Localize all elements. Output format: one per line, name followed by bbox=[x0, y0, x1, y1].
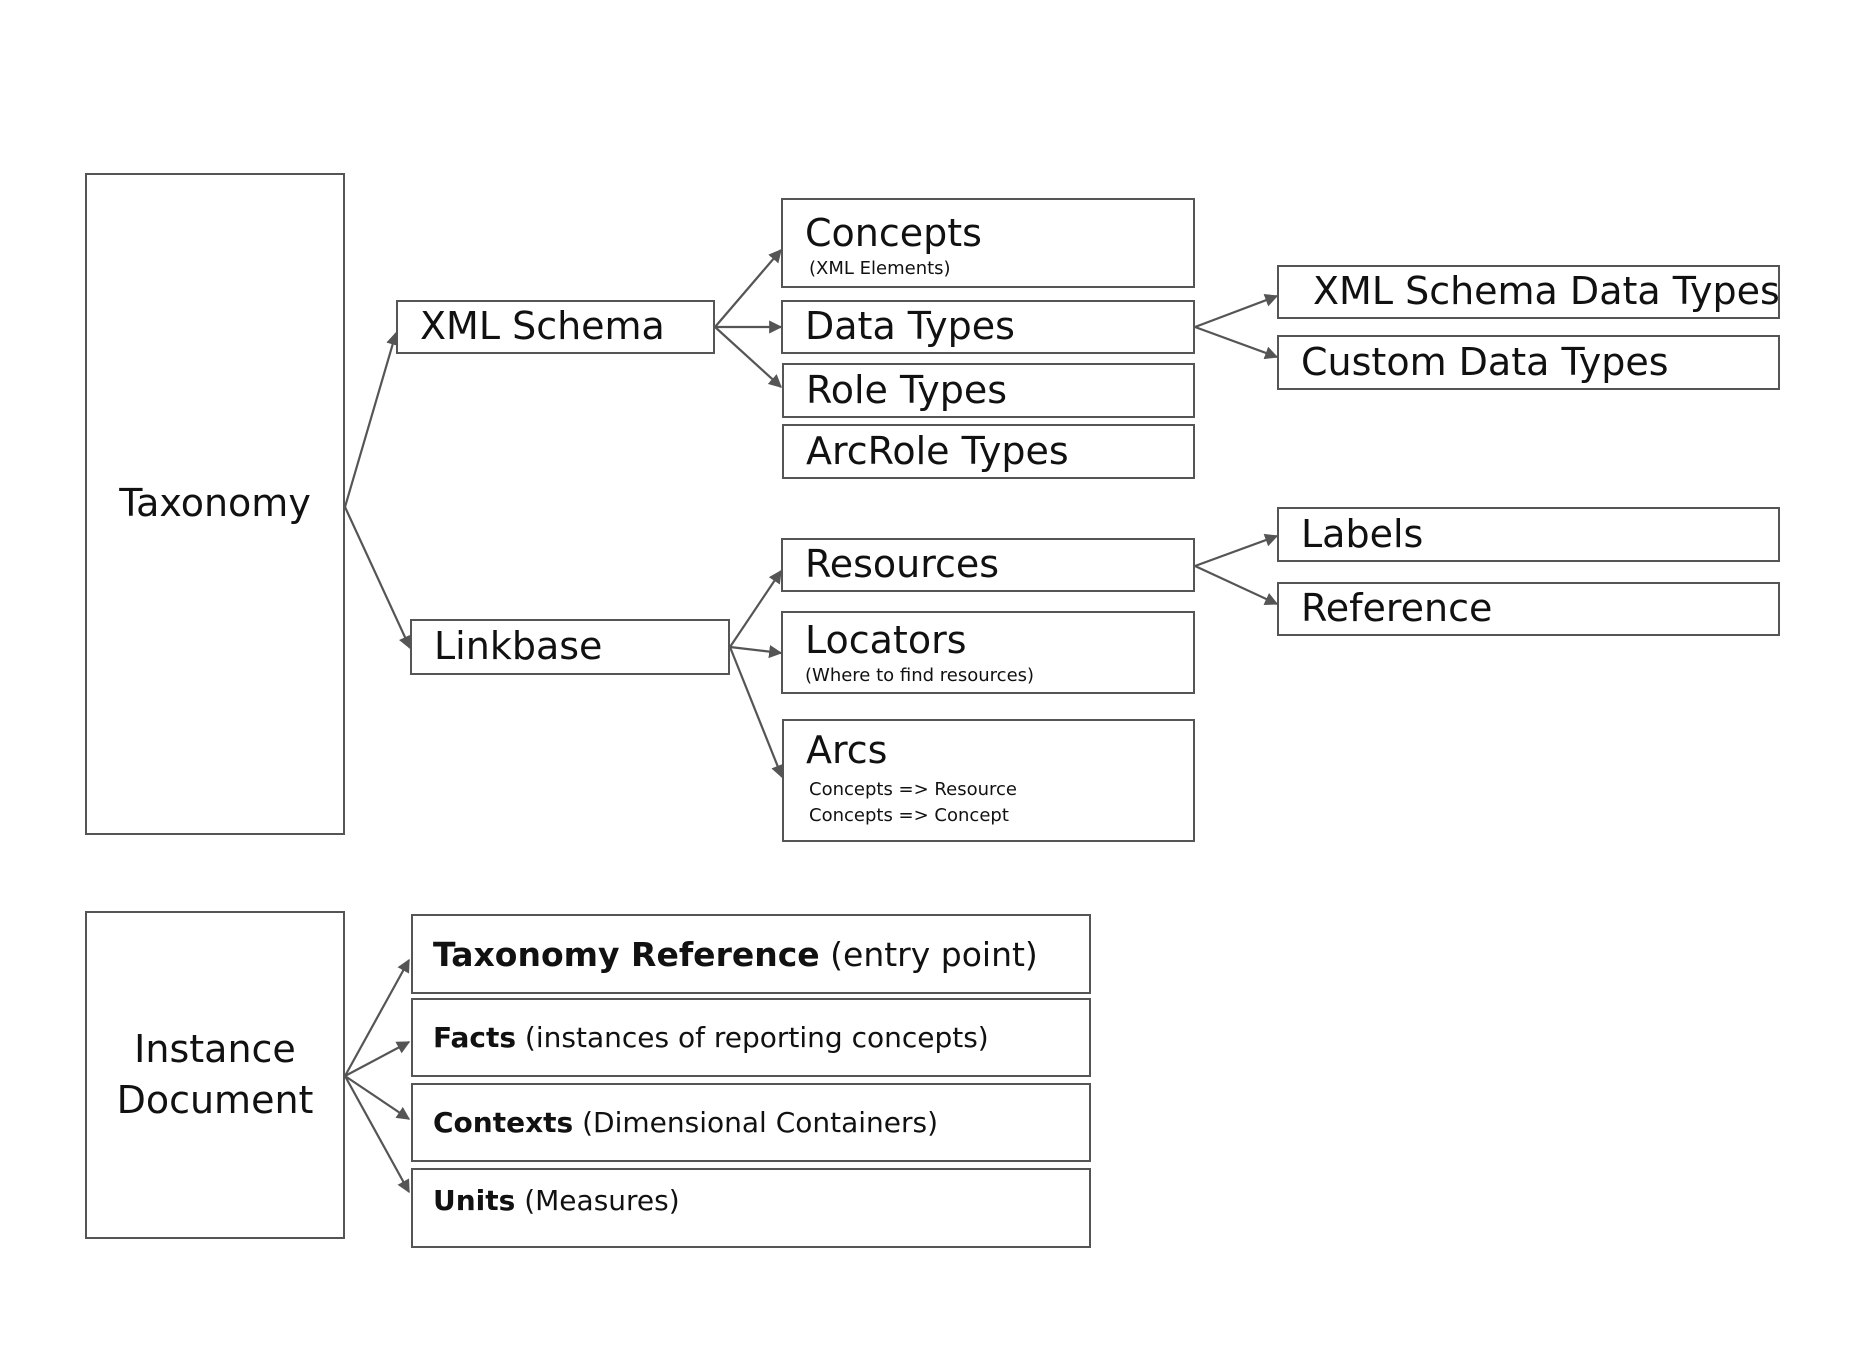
linkbase-label: Linkbase bbox=[434, 624, 603, 669]
xml-schema-node: XML Schema bbox=[396, 300, 715, 354]
edge-resources-labels bbox=[1194, 533, 1279, 568]
taxonomy-reference-node: Taxonomy Reference (entry point) bbox=[411, 914, 1091, 994]
resources-label: Resources bbox=[805, 542, 1000, 587]
instance-document-label-line-2: Document bbox=[116, 1078, 314, 1122]
xml-schema-data-types-node: XML Schema Data Types bbox=[1277, 265, 1780, 319]
units-description: (Measures) bbox=[515, 1184, 680, 1217]
edge-xml-schema-role-types bbox=[714, 326, 782, 388]
labels-label: Labels bbox=[1301, 511, 1424, 556]
edge-linkbase-arcs bbox=[728, 646, 784, 779]
locators-label: Locators bbox=[805, 618, 967, 662]
xml-schema-data-types-label: XML Schema Data Types bbox=[1313, 269, 1780, 314]
units-node: Units (Measures) bbox=[411, 1168, 1091, 1248]
edge-linkbase-locators bbox=[729, 645, 783, 659]
edge-instance-contexts bbox=[344, 1075, 411, 1120]
edge-instance-taxonomy-reference bbox=[344, 958, 410, 1077]
concepts-note: (XML Elements) bbox=[809, 257, 951, 279]
custom-data-types-label: Custom Data Types bbox=[1301, 339, 1669, 384]
edge-data-types-xml-schema-data-types bbox=[1194, 294, 1279, 329]
data-types-label: Data Types bbox=[805, 304, 1015, 349]
edge-instance-units bbox=[344, 1075, 410, 1194]
edge-xml-schema-concepts bbox=[714, 248, 782, 328]
instance-document-label-line-1: Instance bbox=[134, 1026, 296, 1071]
edge-taxonomy-linkbase bbox=[344, 506, 412, 650]
resources-node: Resources bbox=[781, 538, 1195, 592]
concepts-node: Concepts (XML Elements) bbox=[781, 198, 1195, 288]
locators-note: (Where to find resources) bbox=[805, 664, 1035, 686]
arcs-note-concepts-concept: Concepts => Concept bbox=[809, 804, 1009, 826]
arcrole-types-label: ArcRole Types bbox=[806, 428, 1069, 473]
taxonomy-reference-title: Taxonomy Reference bbox=[433, 934, 820, 974]
edge-linkbase-resources bbox=[729, 569, 782, 648]
arcs-note-concepts-resource: Concepts => Resource bbox=[809, 778, 1017, 800]
edge-resources-reference bbox=[1194, 565, 1279, 605]
data-types-node: Data Types bbox=[781, 300, 1195, 354]
role-types-label: Role Types bbox=[806, 367, 1008, 412]
instance-document-node: Instance Document bbox=[85, 911, 345, 1239]
contexts-title: Contexts bbox=[433, 1106, 574, 1139]
role-types-node: Role Types bbox=[782, 363, 1195, 418]
edge-instance-facts bbox=[344, 1041, 411, 1077]
reference-node: Reference bbox=[1277, 582, 1780, 636]
facts-node: Facts (instances of reporting concepts) bbox=[411, 998, 1091, 1077]
facts-description: (instances of reporting concepts) bbox=[516, 1021, 989, 1054]
contexts-node: Contexts (Dimensional Containers) bbox=[411, 1083, 1091, 1162]
xml-schema-label: XML Schema bbox=[420, 304, 665, 349]
taxonomy-node: Taxonomy bbox=[85, 173, 345, 835]
contexts-description: (Dimensional Containers) bbox=[573, 1106, 939, 1139]
edge-data-types-custom-data-types bbox=[1194, 325, 1279, 360]
linkbase-node: Linkbase bbox=[410, 619, 730, 675]
taxonomy-label: Taxonomy bbox=[119, 481, 311, 526]
edge-taxonomy-xml-schema bbox=[343, 331, 399, 508]
arcrole-types-node: ArcRole Types bbox=[782, 424, 1195, 479]
facts-title: Facts bbox=[433, 1021, 517, 1054]
reference-label: Reference bbox=[1301, 586, 1493, 631]
arcs-node: Arcs Concepts => Resource Concepts => Co… bbox=[782, 719, 1195, 842]
labels-node: Labels bbox=[1277, 507, 1780, 562]
taxonomy-reference-description: (entry point) bbox=[819, 934, 1038, 974]
arcs-label: Arcs bbox=[806, 728, 888, 772]
concepts-label: Concepts bbox=[805, 211, 982, 255]
custom-data-types-node: Custom Data Types bbox=[1277, 335, 1780, 390]
locators-node: Locators (Where to find resources) bbox=[781, 611, 1195, 694]
units-title: Units bbox=[433, 1184, 516, 1217]
